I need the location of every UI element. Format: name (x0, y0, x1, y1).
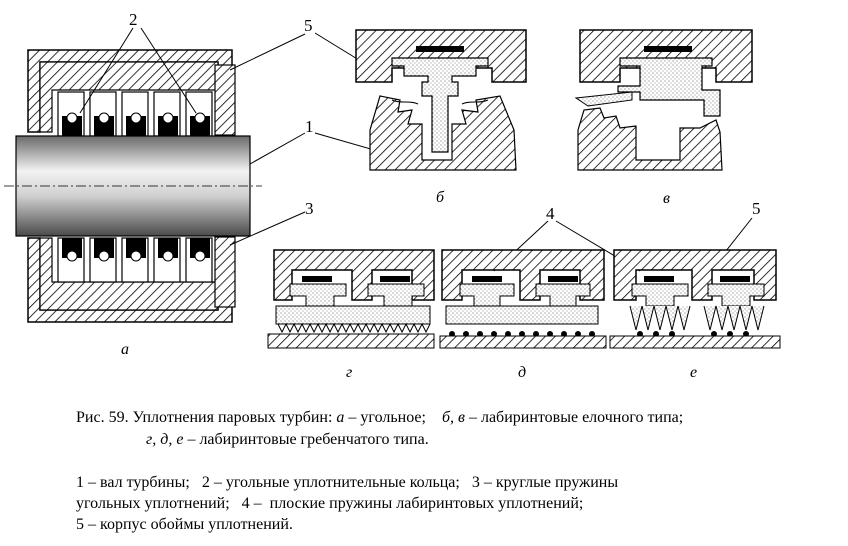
panel-label-d: д (518, 364, 526, 381)
panel-label-a: а (121, 341, 129, 358)
legend-line-2: угольных уплотнений; 4 – плоские пружины… (76, 495, 584, 512)
caption-a-text: – угольное; (348, 409, 426, 426)
panel-g-comb-seal (267, 249, 435, 349)
figure-caption: Рис. 59. Уплотнения паровых турбин: а – … (76, 407, 846, 451)
panel-v-fir-tree-seal (574, 29, 753, 171)
panel-label-b: б (436, 189, 445, 206)
legend-line-3: 5 – корпус обоймы уплотнений. (76, 516, 293, 533)
caption-prefix: Рис. 59. Уплотнения паровых турбин: (76, 409, 333, 426)
caption-gde-letters: г, д, е (146, 431, 184, 448)
panel-e-comb-seal (609, 249, 781, 349)
callout-3: 3 (305, 199, 314, 218)
caption-gde-text: – лабиринтовые гребенчатого типа. (187, 431, 429, 448)
legend-line-1: 1 – вал турбины; 2 – угольные уплотнител… (76, 474, 619, 491)
panel-a-carbon-seal (4, 49, 262, 323)
panel-label-e: е (690, 364, 697, 381)
callout-5-right: 5 (752, 199, 761, 218)
callout-2: 2 (129, 10, 138, 29)
caption-a-letter: а (336, 409, 345, 426)
panel-label-g: г (346, 364, 352, 381)
panel-d-comb-seal (439, 249, 607, 349)
panel-b-fir-tree-seal (355, 29, 527, 171)
turbine-seal-diagram: 2 5 1 3 4 5 а б в г д е (4, 10, 781, 381)
caption-bv-letters: б, в (441, 409, 465, 426)
upper-ring-chambers (57, 91, 213, 137)
caption-bv-text: – лабиринтовые елочного типа; (468, 409, 684, 426)
callout-1: 1 (305, 117, 314, 136)
callout-5-left: 5 (304, 16, 313, 35)
lower-ring-chambers (57, 237, 213, 283)
callout-4: 4 (546, 204, 555, 223)
figure-legend: 1 – вал турбины; 2 – угольные уплотнител… (76, 472, 846, 535)
panel-label-v: в (663, 190, 670, 207)
